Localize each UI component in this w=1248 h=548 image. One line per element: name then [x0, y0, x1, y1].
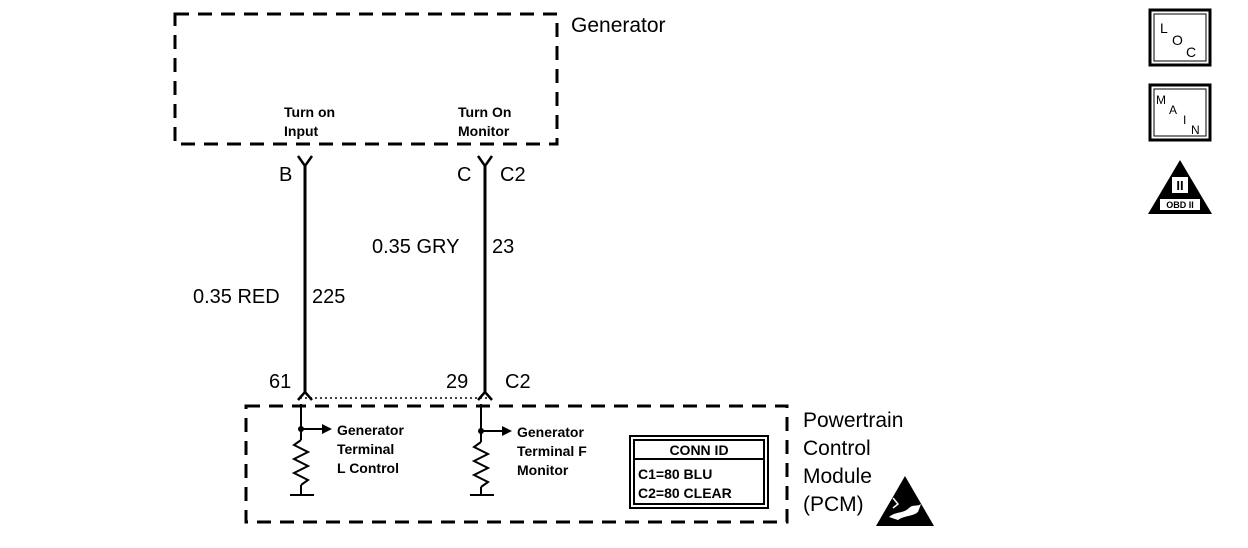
gen-connector-left-symbol [296, 155, 314, 169]
svg-text:I: I [1183, 113, 1186, 127]
svg-text:O: O [1172, 32, 1183, 48]
pcm-box [244, 404, 789, 524]
gen-conn-c2: C2 [500, 164, 526, 186]
pcm-title-2: Control [803, 437, 871, 460]
pcm-title-1: Powertrain [803, 409, 903, 432]
generator-title: Generator [571, 14, 666, 37]
esd-warning-icon [876, 476, 934, 526]
svg-text:N: N [1191, 123, 1200, 137]
loc-icon[interactable]: L O C [1148, 8, 1212, 67]
pcm-left-circuit-label-3: L Control [337, 460, 399, 476]
conn-id-row-2: C2=80 CLEAR [638, 485, 732, 501]
turn-on-input-label-1: Turn on [284, 104, 335, 120]
gen-pin-b: B [279, 164, 292, 186]
svg-text:C: C [1186, 44, 1196, 60]
generator-box [173, 12, 559, 146]
pcm-pin-29: 29 [446, 371, 468, 393]
pcm-left-circuit [290, 404, 332, 496]
svg-text:II: II [1176, 178, 1183, 193]
turn-on-monitor-label-2: Monitor [458, 123, 510, 139]
conn-id-table [629, 435, 769, 509]
pcm-right-circuit-label-3: Monitor [517, 462, 569, 478]
conn-id-header: CONN ID [669, 442, 728, 458]
pcm-conn-c2: C2 [505, 371, 531, 393]
svg-text:L: L [1160, 20, 1168, 36]
conn-id-row-1: C1=80 BLU [638, 466, 712, 482]
wire-right-circuit: 23 [492, 236, 514, 258]
turn-on-monitor-label-1: Turn On [458, 104, 511, 120]
pcm-left-circuit-label-1: Generator [337, 422, 404, 438]
pcm-title-3: Module [803, 465, 872, 488]
pcm-pin-61: 61 [269, 371, 291, 393]
pcm-connector-right-symbol [477, 390, 493, 401]
svg-text:OBD II: OBD II [1166, 200, 1194, 210]
pcm-title-4: (PCM) [803, 493, 864, 516]
pcm-right-circuit [470, 404, 512, 496]
obd-ii-icon[interactable]: II OBD II [1148, 160, 1212, 214]
svg-text:A: A [1169, 103, 1177, 117]
main-icon[interactable]: M A I N [1148, 83, 1212, 142]
wire-right-gauge-color: 0.35 GRY [372, 236, 459, 258]
gen-connector-right-symbol [476, 155, 494, 169]
pcm-right-circuit-label-1: Generator [517, 424, 584, 440]
svg-text:M: M [1156, 93, 1166, 107]
pcm-connector-left-symbol [297, 390, 313, 401]
wire-left-circuit: 225 [312, 286, 345, 308]
wire-left-gauge-color: 0.35 RED [193, 286, 280, 308]
pcm-right-circuit-label-2: Terminal F [517, 443, 587, 459]
turn-on-input-label-2: Input [284, 123, 319, 139]
pcm-left-circuit-label-2: Terminal [337, 441, 394, 457]
gen-pin-c: C [457, 164, 471, 186]
